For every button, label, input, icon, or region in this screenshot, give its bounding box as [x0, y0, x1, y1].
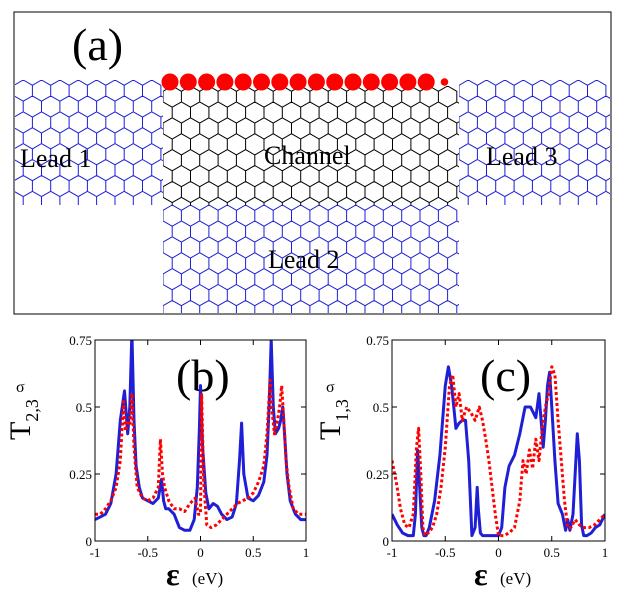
edge-dot	[289, 73, 307, 91]
lead2-label: Lead 2	[268, 245, 339, 274]
edge-dot	[381, 73, 399, 91]
edge-dot	[440, 78, 449, 86]
chart-b-xlabel-unit: (eV)	[192, 569, 223, 588]
chart-c-ytick-label: 0.25	[366, 467, 389, 482]
chart-c-xtick-label: 0	[495, 545, 502, 560]
chart-c: T1,3 σ (c) -1 -0.5 0 0.5 1 0 0.25 0.5 0.75 ε (eV…	[314, 333, 608, 592]
edge-dot	[271, 73, 289, 91]
chart-b-xtick-label: 0	[197, 545, 204, 560]
chart-b-xtick-label: -1	[90, 545, 101, 560]
channel-label: Channel	[264, 141, 351, 170]
edge-dot	[344, 73, 362, 91]
chart-c-ytick-label: 0.5	[373, 400, 389, 415]
channel-lattice	[163, 86, 459, 205]
panel-a-label: (a)	[72, 19, 123, 70]
graphene-lattice	[15, 80, 610, 313]
chart-b-ytick-label: 0.75	[69, 333, 92, 348]
chart-b-ytick-label: 0.5	[76, 400, 92, 415]
lead2-lattice	[163, 205, 459, 313]
chart-c-xlabel: ε	[474, 556, 488, 592]
edge-dot	[399, 73, 417, 91]
chart-c-series-dotted-line	[392, 365, 605, 538]
chart-c-panel-label: (c)	[480, 350, 531, 401]
edge-dot	[161, 73, 179, 91]
lead3-label: Lead 3	[486, 142, 557, 171]
chart-b-ytick-label: 0.25	[69, 467, 92, 482]
edge-dot	[216, 73, 234, 91]
chart-c-ylabel-sub: 1,3	[332, 399, 352, 422]
lead1-label: Lead 1	[20, 144, 91, 173]
chart-b-xtick-label: 0.5	[245, 545, 261, 560]
edge-dot	[234, 73, 252, 91]
chart-b-series-dotted-line	[95, 378, 306, 530]
edge-dot	[253, 73, 270, 91]
edge-dot	[362, 73, 380, 91]
lead3-lattice	[459, 80, 610, 205]
chart-c-ytick-label: 0.75	[366, 333, 389, 348]
chart-c-ytick-label: 0	[383, 534, 390, 549]
chart-b: T2,3 σ (b) -1 -0.5 0 0.5 1 0 0.25 0.5 0.75 ε (eV…	[4, 333, 310, 592]
chart-b-ylabel: T2,3	[4, 399, 42, 440]
chart-c-ylabel-sup: σ	[326, 379, 335, 396]
lead1-lattice	[15, 80, 163, 205]
chart-c-xtick-label: -0.5	[435, 545, 456, 560]
chart-c-ylabel-main: T	[314, 422, 347, 440]
chart-b-ylabel-sup: σ	[16, 379, 25, 396]
panel-a: (a) Lead 1 Channel Lead 3 Lead 2	[13, 11, 612, 315]
edge-dot	[179, 73, 197, 91]
edge-dot	[417, 73, 435, 91]
chart-c-xtick-label: 0.5	[544, 545, 560, 560]
chart-c-xtick-label: 1	[602, 545, 609, 560]
chart-b-ylabel-main: T	[4, 422, 37, 440]
chart-b-xtick-label: -0.5	[137, 545, 158, 560]
chart-c-plot: -1 -0.5 0 0.5 1 0 0.25 0.5 0.75	[366, 333, 608, 560]
edge-dot	[307, 73, 325, 91]
chart-b-ytick-label: 0	[86, 534, 93, 549]
edge-dots	[161, 73, 449, 91]
chart-b-panel-label: (b)	[176, 350, 230, 401]
edge-dot	[198, 73, 216, 91]
chart-b-xtick-label: 1	[303, 545, 310, 560]
chart-b-plot: -1 -0.5 0 0.5 1 0 0.25 0.5 0.75	[69, 333, 310, 560]
chart-b-ylabel-sub: 2,3	[22, 399, 42, 422]
panel-a-frame	[13, 11, 612, 315]
chart-c-ylabel: T1,3	[314, 399, 352, 440]
edge-dot	[326, 73, 344, 91]
chart-c-xlabel-unit: (eV)	[500, 569, 531, 588]
chart-c-xtick-label: -1	[387, 545, 398, 560]
chart-b-xlabel: ε	[166, 556, 180, 592]
